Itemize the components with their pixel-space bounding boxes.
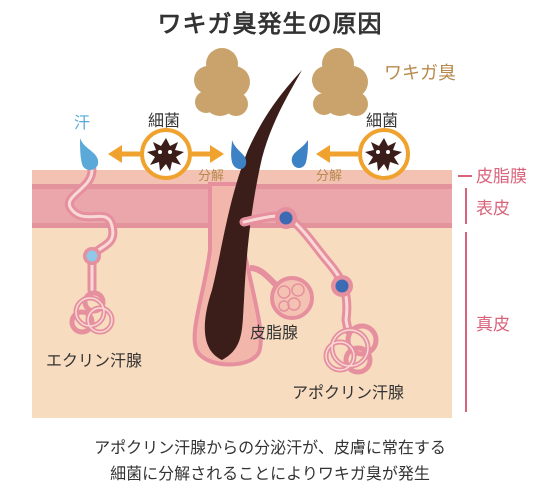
dermis-label: 真皮 — [476, 315, 510, 335]
sweat-label: 汗 — [74, 113, 90, 132]
decompose-label-left: 分解 — [198, 169, 224, 184]
sebaceous-gland — [249, 265, 314, 320]
sweat-drop-center-right — [291, 140, 308, 168]
eccrine-gland — [65, 165, 118, 335]
page-title: ワキガ臭発生の原因 — [157, 10, 383, 38]
decompose-label-right: 分解 — [316, 169, 342, 184]
odor-label: ワキガ臭 — [384, 63, 456, 84]
caption-line-1: アポクリン汗腺からの分泌汗が、皮膚に常在する — [94, 438, 446, 457]
odor-cloud-right — [312, 48, 368, 116]
apocrine-gland-label: アポクリン汗腺 — [292, 383, 404, 402]
arrows-left — [108, 145, 224, 163]
bacteria-label-right: 細菌 — [366, 111, 398, 130]
bacteria-label-left: 細菌 — [148, 111, 180, 130]
hair-shaft — [204, 70, 302, 360]
sebaceous-gland-label: 皮脂腺 — [250, 323, 298, 342]
caption-line-2: 細菌に分解されることによりワキガ臭が発生 — [110, 464, 430, 483]
odor-cloud-left — [194, 48, 250, 116]
bacteria-left — [140, 128, 192, 180]
sweat-drop-center-left — [231, 140, 247, 170]
sweat-drop-left — [80, 138, 99, 170]
epidermis-label: 表皮 — [476, 199, 510, 219]
sebum-film-label: 皮脂膜 — [476, 167, 527, 187]
layer-brackets — [458, 175, 472, 412]
arrows-right — [316, 145, 358, 163]
bacteria-right — [358, 128, 410, 180]
eccrine-gland-label: エクリン汗腺 — [46, 351, 142, 370]
